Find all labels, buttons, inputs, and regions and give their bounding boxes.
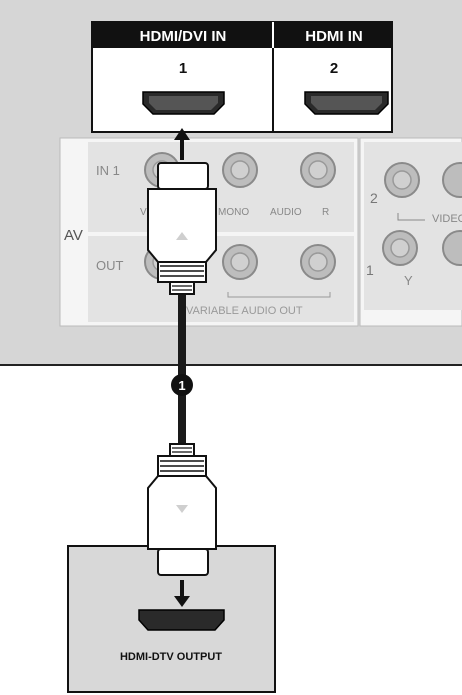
component-jack-y-icon[interactable] — [382, 230, 418, 266]
audio-label: AUDIO — [270, 207, 302, 218]
arrow-up-icon — [174, 128, 190, 160]
out-label: OUT — [96, 258, 124, 273]
component-video-label: VIDEO — [432, 213, 462, 225]
rca-jack-out-l-icon[interactable] — [222, 244, 258, 280]
hdmi-plug-lower-icon — [147, 443, 217, 576]
device-hdmi-port-icon[interactable] — [138, 609, 225, 631]
step-badge-number: 1 — [178, 378, 185, 393]
port-2-number: 2 — [330, 60, 338, 77]
component-section: 2 1 VIDEO Y — [359, 137, 462, 327]
r-label: R — [322, 207, 329, 218]
component-row-2-label: 2 — [370, 190, 378, 206]
hdmi-cable — [178, 290, 186, 450]
port-1-number: 1 — [179, 60, 187, 77]
hdmi-port-block: HDMI/DVI IN HDMI IN 1 2 — [91, 21, 393, 133]
hdmi-in-header: HDMI IN — [305, 28, 363, 45]
variable-audio-out-label: VARIABLE AUDIO OUT — [186, 305, 303, 317]
component-row-1-label: 1 — [366, 262, 374, 278]
arrow-down-icon — [174, 580, 190, 607]
rca-jack-r-icon[interactable] — [300, 152, 336, 188]
component-y-label: Y — [404, 273, 413, 288]
rca-jack-mono-icon[interactable] — [222, 152, 258, 188]
component-jack-top-icon[interactable] — [384, 162, 420, 198]
component-jack-right-icon[interactable] — [442, 162, 462, 198]
mono-label: MONO — [218, 207, 249, 218]
variable-audio-bracket — [227, 292, 331, 298]
step-badge: 1 — [171, 374, 193, 396]
av-label: AV — [64, 227, 83, 244]
hdmi-dtv-output-label: HDMI-DTV OUTPUT — [120, 651, 222, 663]
hdmi-plug-icon — [147, 162, 217, 295]
in1-label: IN 1 — [96, 163, 120, 178]
rca-jack-out-r-icon[interactable] — [300, 244, 336, 280]
hdmi-header-bar — [92, 22, 392, 48]
hdmi-dvi-in-header: HDMI/DVI IN — [140, 28, 227, 45]
component-jack-right-2-icon[interactable] — [442, 230, 462, 266]
